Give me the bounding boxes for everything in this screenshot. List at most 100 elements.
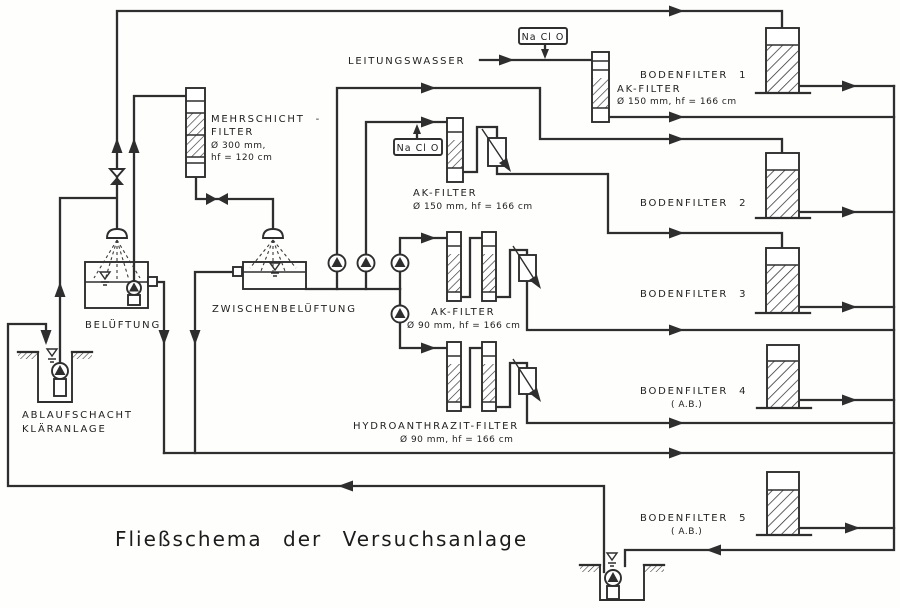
- flow-controller-ak150: [481, 128, 511, 172]
- overflow-stub: [232, 266, 243, 277]
- ak-90-spec: Ø 90 mm, hf = 166 cm: [407, 320, 520, 331]
- sprinkler-icon: [262, 228, 284, 239]
- leitungswasser-label: LEITUNGSWASSER: [348, 56, 465, 67]
- arrow-right-icon: [421, 116, 436, 128]
- bodenfilter-3-label: BODENFILTER 3: [640, 289, 747, 300]
- ak-90-name: AK-FILTER: [431, 307, 495, 318]
- pipe-belueftung-overflow: [146, 280, 166, 455]
- pipe-hydroanthrazit-out: [494, 361, 896, 425]
- filter-media-hatch: [448, 140, 462, 168]
- pipe-hydroanthrazit-series-link: [459, 346, 484, 409]
- pit-walls: [37, 352, 73, 403]
- arrow-right-icon: [842, 80, 857, 92]
- valve-upper-triangle: [107, 168, 127, 179]
- water-level-ticks: [608, 562, 616, 567]
- ablaufschacht-label-2: KLÄRANLAGE: [22, 422, 107, 435]
- water-level-icon: [45, 348, 59, 358]
- bodenfilter-5-note: ( A.B.): [671, 527, 702, 537]
- mehrschicht-name-1: MEHRSCHICHT -: [211, 114, 321, 125]
- filter-media-hatch: [593, 78, 608, 108]
- filter-dividers: [447, 355, 461, 403]
- overflow-stub: [147, 276, 158, 287]
- naclo-top-label: Na Cl O: [522, 32, 565, 43]
- arrow-down-icon: [158, 330, 170, 345]
- arrow-right-icon: [669, 324, 684, 336]
- pump-body: [606, 585, 620, 600]
- flow-arrows: [40, 5, 860, 556]
- mehrschicht-filter-column: [185, 87, 206, 178]
- valve-left-triangle: [206, 193, 217, 205]
- pump-triangle: [607, 572, 619, 582]
- ak-leitungswasser-spec: Ø 150 mm, hf = 166 cm: [617, 96, 737, 107]
- spray-fan: [249, 239, 297, 272]
- arrow-up-small-icon: [413, 124, 421, 134]
- hydroanthrazit-name: HYDROANTHRAZIT-FILTER: [353, 421, 519, 432]
- arrow-down-icon: [189, 330, 201, 345]
- ground-hatch: [580, 565, 600, 572]
- tank-media-hatch: [767, 45, 798, 92]
- arrow-up-icon: [111, 138, 123, 153]
- filter-dividers: [186, 100, 205, 164]
- arrow-right-icon: [499, 54, 514, 66]
- filter-dividers: [447, 131, 463, 169]
- water-level-icon: [605, 552, 619, 562]
- arrow-right-icon: [669, 111, 684, 123]
- ak-150-name: AK-FILTER: [413, 188, 477, 199]
- filter-media-hatch: [448, 254, 460, 292]
- arrow-right-icon: [421, 82, 436, 94]
- tank-media-hatch: [767, 265, 798, 312]
- pump-triangle: [394, 257, 406, 267]
- bodenfilter-2-label: BODENFILTER 2: [640, 198, 747, 209]
- arrow-right-icon: [842, 206, 857, 218]
- pipe-bodenfilter2-feed: [335, 86, 784, 291]
- valve-right-triangle: [217, 193, 228, 205]
- pipe-zwischenbelueftung-overflow: [193, 270, 244, 455]
- pipe-ak90-out: [494, 248, 896, 332]
- water-level-ticks: [271, 272, 279, 277]
- flow-controller-ak90: [512, 245, 541, 289]
- filter-media-hatch: [483, 364, 495, 402]
- arrow-left-icon: [338, 480, 353, 492]
- naclo-dosing-mid: Na Cl O: [393, 138, 443, 156]
- filter-dividers: [447, 245, 461, 293]
- pump-triangle: [331, 257, 343, 267]
- ak-leitungswasser-name: AK-FILTER: [617, 84, 681, 95]
- arrow-up-icon: [54, 282, 66, 297]
- bodenfilter-1-tank: [754, 27, 812, 95]
- arrow-right-icon: [421, 232, 436, 244]
- arrow-right-icon: [669, 447, 684, 459]
- diagram-caption: Fließschema der Versuchsanlage: [115, 527, 528, 551]
- pump-triangle: [394, 308, 406, 318]
- filter-media-hatch: [448, 364, 460, 402]
- arrow-diagonal-icon: [529, 275, 541, 289]
- spray-fan: [93, 239, 141, 281]
- bodenfilter-3-tank: [754, 247, 812, 315]
- hydroanthrazit-spec: Ø 90 mm, hf = 166 cm: [400, 434, 513, 445]
- ablaufschacht-pit: [16, 348, 94, 403]
- tank-media-hatch: [768, 361, 798, 407]
- pipe-ak90-series-link: [459, 236, 484, 299]
- ak-150-spec: Ø 150 mm, hf = 166 cm: [413, 201, 533, 212]
- pipe-collector-drain: [623, 84, 896, 568]
- belueftung-label: BELÜFTUNG: [85, 318, 161, 331]
- ak-filter-90-columns: [446, 231, 497, 302]
- sump-walls: [599, 565, 645, 601]
- arrow-down-small-icon: [541, 49, 549, 59]
- filter-media-hatch: [483, 254, 495, 292]
- ak-filter-leitungswasser-column: [591, 51, 610, 123]
- arrow-diagonal-icon: [499, 158, 511, 172]
- valve-lower-triangle: [110, 177, 124, 185]
- zwischenbelueftung-label: ZWISCHENBELÜFTUNG: [212, 302, 357, 315]
- water-level-ticks: [101, 281, 109, 286]
- bodenfilter-2-tank: [754, 152, 812, 220]
- naclo-dosing-top: Na Cl O: [518, 27, 568, 45]
- mehrschicht-spec-2: hf = 120 cm: [211, 153, 272, 163]
- ak-filter-150-column: [446, 117, 464, 183]
- pipe-ak150-feed: [364, 120, 449, 291]
- pump-triangle: [129, 282, 139, 292]
- arrow-right-icon: [669, 417, 684, 429]
- arrow-right-icon: [842, 394, 857, 406]
- filter-dividers: [592, 60, 609, 109]
